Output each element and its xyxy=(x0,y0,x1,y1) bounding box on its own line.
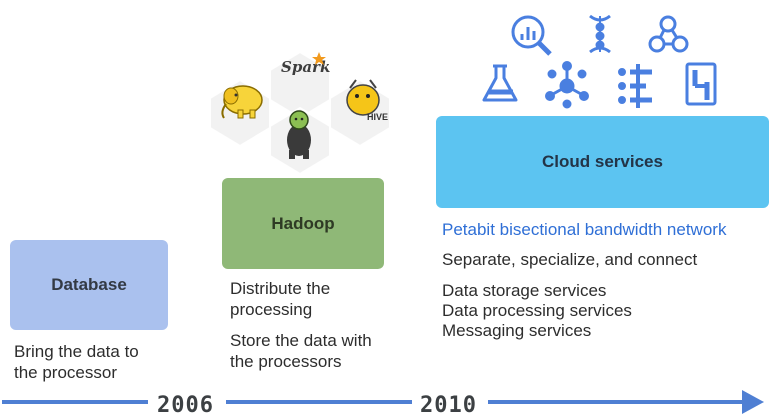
cloud-services-label: Cloud services xyxy=(542,152,663,171)
hadoop-description-store: Store the data with the processors xyxy=(230,331,372,371)
svg-text:HIVE: HIVE xyxy=(367,112,388,122)
spark-logo: Spark xyxy=(281,52,330,76)
bigquery-icon xyxy=(511,15,552,56)
cloud-services-box: Cloud services xyxy=(436,116,769,208)
hive-logo: HIVE xyxy=(346,79,388,122)
cloud-network-highlight: Petabit bisectional bandwidth network xyxy=(442,220,727,239)
cloud-description-connect: Separate, specialize, and connect xyxy=(442,250,698,269)
hadoop-elephant-icon xyxy=(221,85,263,119)
year-label-2006: 2006 xyxy=(157,393,214,418)
hadoop-box: Hadoop xyxy=(222,178,384,269)
cloud-description-services: Data storage services Data processing se… xyxy=(442,281,632,340)
database-box: Database xyxy=(10,240,168,330)
year-label-2010: 2010 xyxy=(420,393,477,418)
dataflow-icon xyxy=(589,14,611,54)
database-label: Database xyxy=(51,275,127,294)
pig-logo xyxy=(287,110,311,159)
hadoop-description-distribute: Distribute the processing xyxy=(230,279,331,319)
pubsub-icon xyxy=(545,61,589,109)
hadoop-label: Hadoop xyxy=(271,213,335,233)
database-description: Bring the data to the processor xyxy=(14,342,139,382)
composer-icon xyxy=(648,15,689,53)
dataproc-icon xyxy=(685,62,717,106)
dataprep-icon xyxy=(618,64,652,108)
datalab-icon xyxy=(482,64,518,102)
